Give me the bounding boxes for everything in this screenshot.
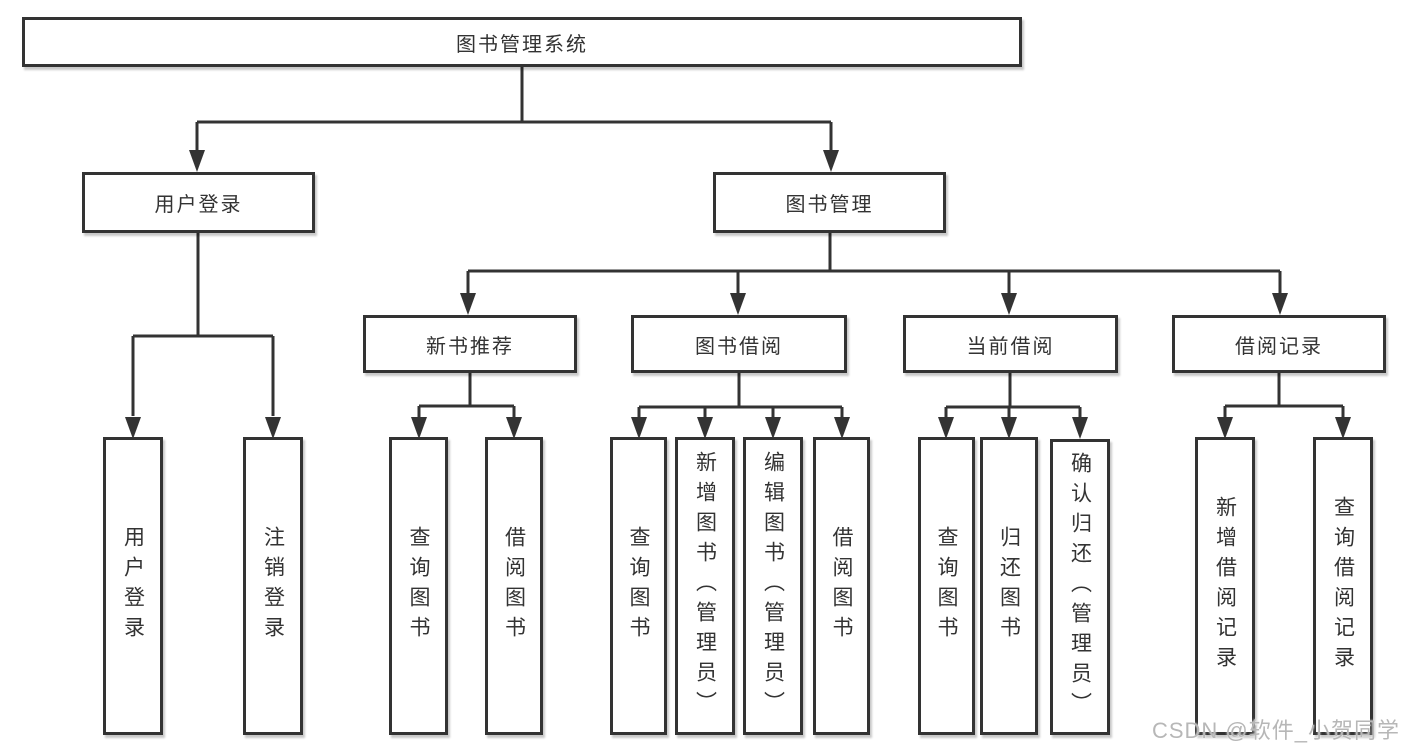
node-label: 查询借阅记录 <box>1331 496 1355 676</box>
node-label: 查询图书 <box>407 526 430 646</box>
leaf-logout: 注销登录 <box>243 437 303 735</box>
leaf-return-books: 归还图书 <box>980 437 1038 735</box>
leaf-confirm-return-admin: 确认归还（管理员） <box>1050 439 1110 735</box>
node-label: 当前借阅 <box>966 335 1055 358</box>
node-label: 归还图书 <box>997 526 1021 646</box>
node-label: 注销登录 <box>261 526 285 646</box>
leaf-borrow-books-recommend: 借阅图书 <box>485 437 543 735</box>
leaf-borrow-books: 借阅图书 <box>813 437 870 735</box>
node-current-borrowing: 当前借阅 <box>903 315 1118 373</box>
leaf-add-borrow-record: 新增借阅记录 <box>1195 437 1255 735</box>
leaf-query-books-current: 查询图书 <box>918 437 975 735</box>
node-label: 查询图书 <box>935 526 958 646</box>
node-label: 借阅图书 <box>502 526 526 646</box>
node-book-borrowing: 图书借阅 <box>631 315 847 373</box>
leaf-query-books-recommend: 查询图书 <box>389 437 448 735</box>
node-book-management: 图书管理 <box>713 172 946 233</box>
node-label: 用户登录 <box>154 194 243 216</box>
leaf-query-borrow-record: 查询借阅记录 <box>1313 437 1373 735</box>
leaf-edit-books-admin: 编辑图书（管理员） <box>743 437 803 735</box>
node-borrowing-records: 借阅记录 <box>1172 315 1386 373</box>
node-label: 编辑图书（管理员） <box>761 451 785 721</box>
leaf-add-books-admin: 新增图书（管理员） <box>675 437 735 735</box>
node-label: 借阅图书 <box>830 526 853 646</box>
csdn-watermark: CSDN @软件_小贺同学 <box>1151 718 1400 743</box>
node-user-login: 用户登录 <box>82 172 315 233</box>
leaf-query-books-borrow: 查询图书 <box>610 437 667 735</box>
node-label: 用户登录 <box>121 526 145 646</box>
node-label: 借阅记录 <box>1235 335 1323 358</box>
node-library-management-system: 图书管理系统 <box>22 17 1022 67</box>
node-label: 确认归还（管理员） <box>1068 452 1092 722</box>
node-new-book-recommendation: 新书推荐 <box>363 315 577 373</box>
node-label: 图书借阅 <box>695 335 783 358</box>
node-label: 新书推荐 <box>426 335 514 358</box>
node-label: 新增借阅记录 <box>1213 496 1237 676</box>
node-label: 查询图书 <box>627 526 650 646</box>
node-label: 新增图书（管理员） <box>693 451 717 721</box>
node-label: 图书管理系统 <box>456 33 588 56</box>
node-label: 图书管理 <box>785 194 874 216</box>
leaf-user-login: 用户登录 <box>103 437 163 735</box>
